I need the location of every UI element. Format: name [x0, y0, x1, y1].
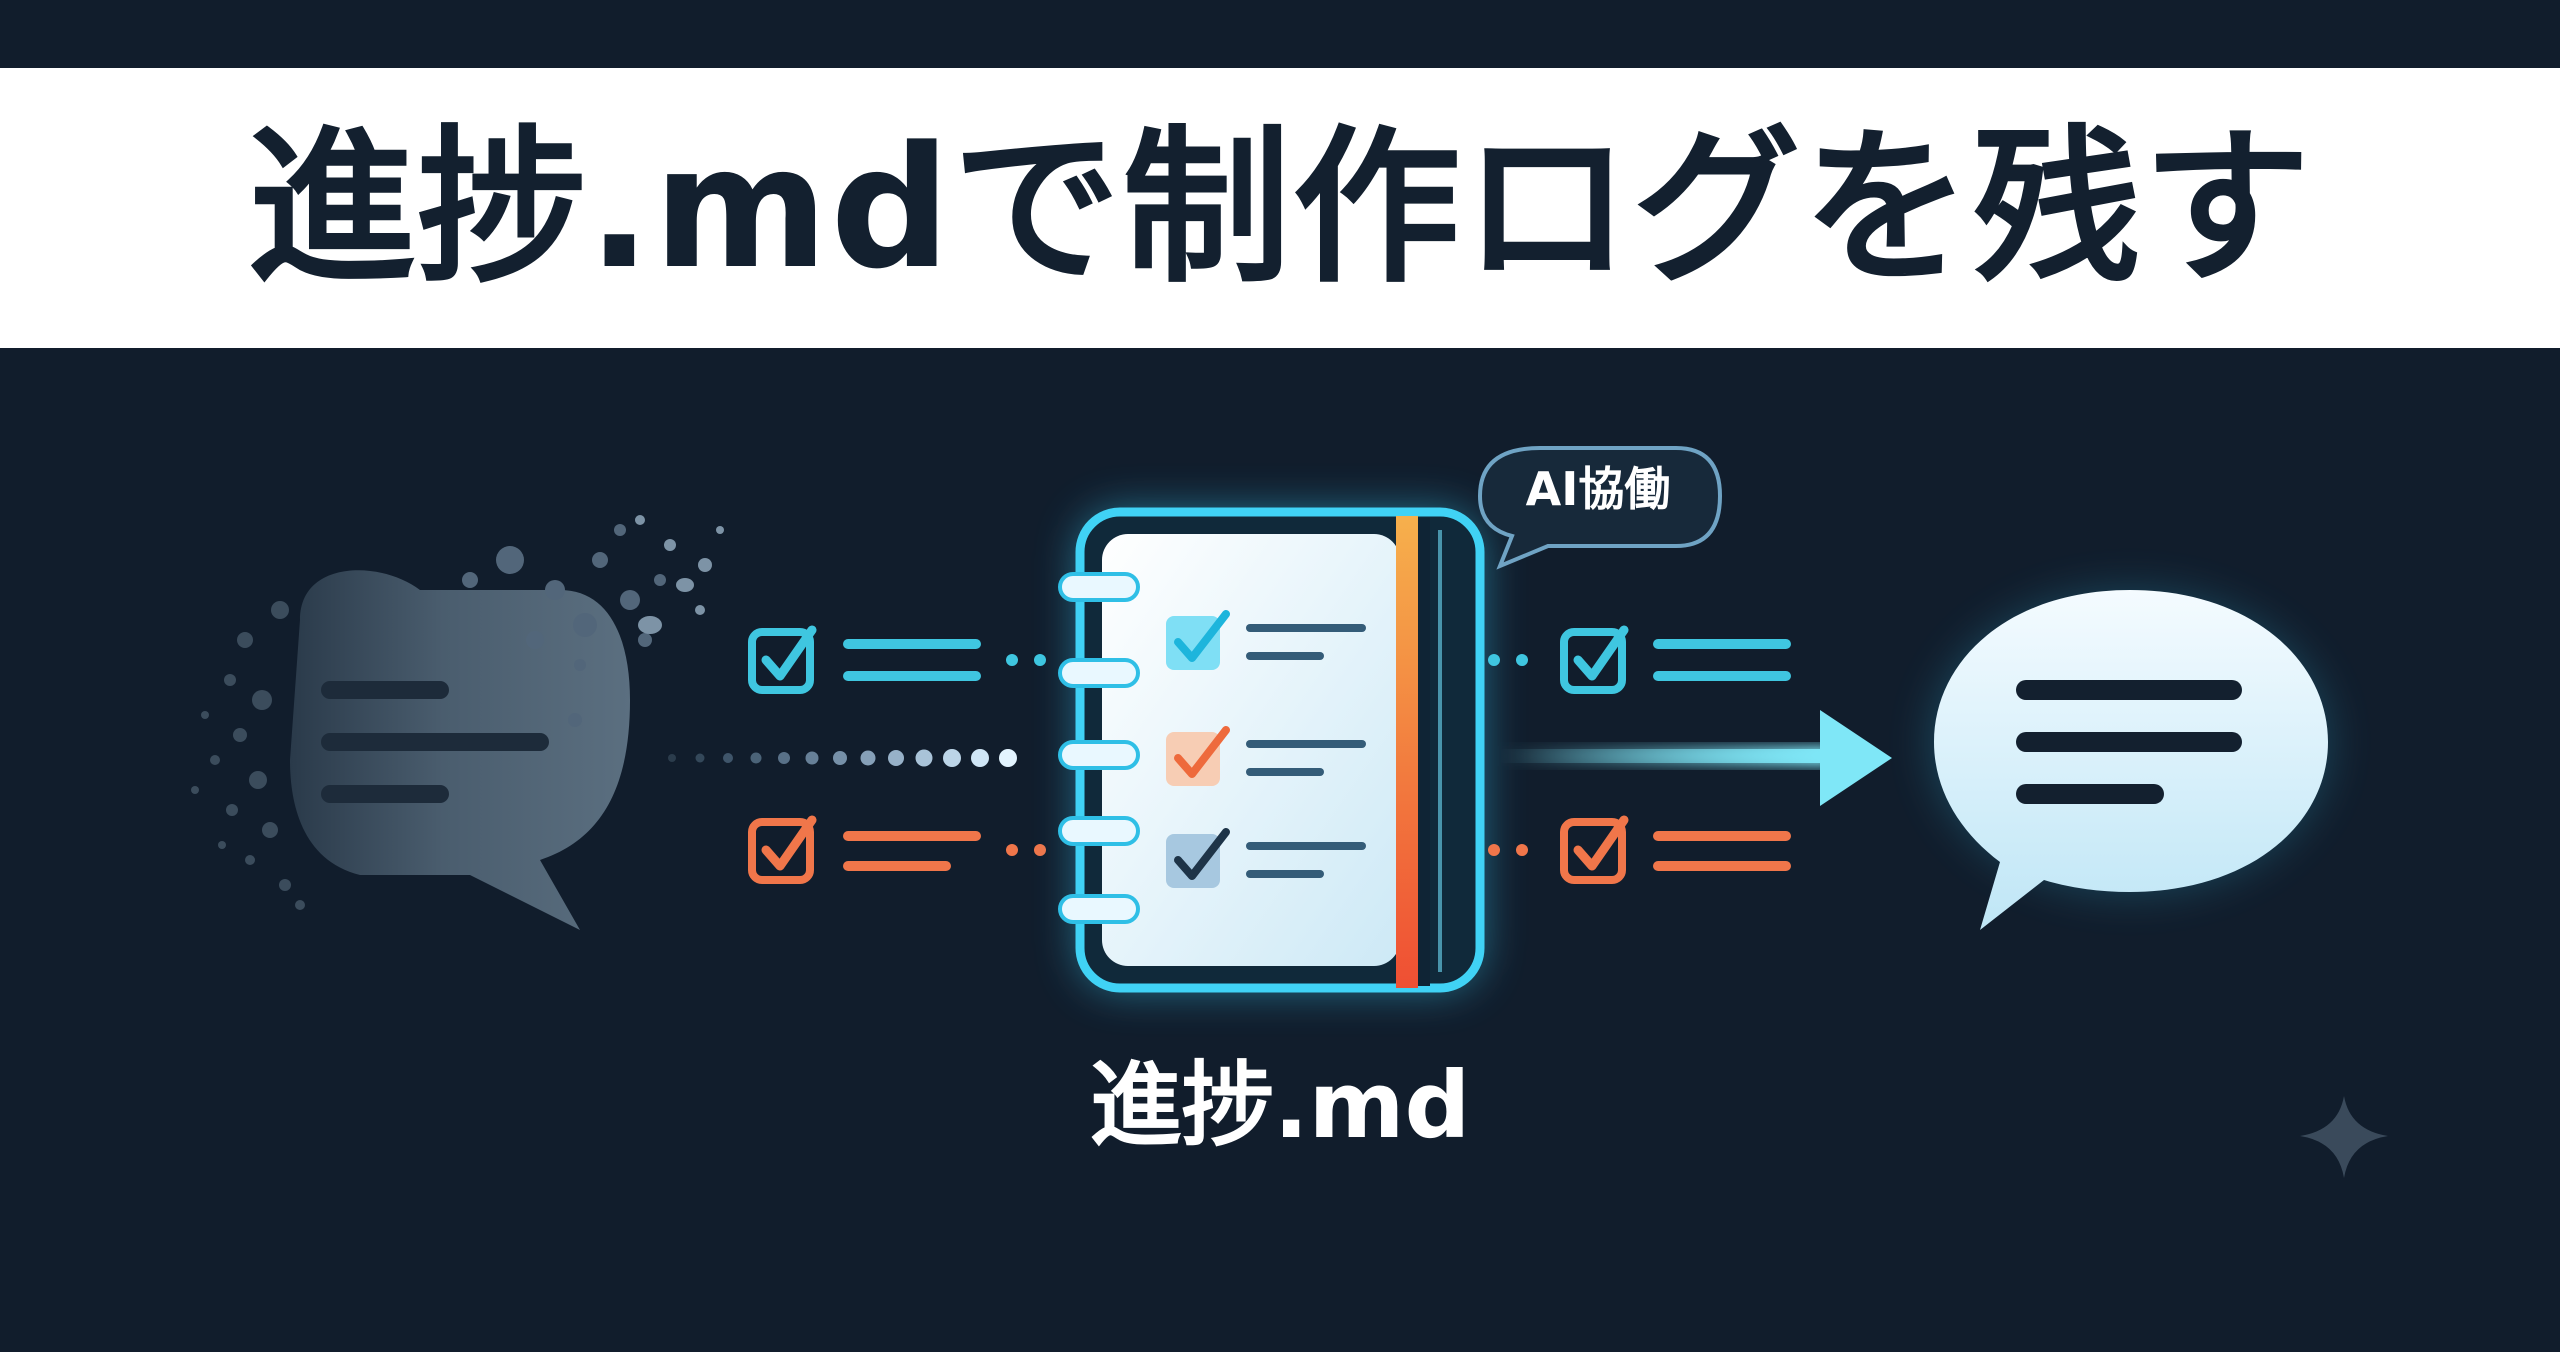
checkbox-checked-icon — [1560, 625, 1629, 694]
left-checklist-orange — [748, 815, 1046, 884]
title-band: 進捗.mdで制作ログを残す — [0, 68, 2560, 348]
checkbox-checked-icon — [1560, 815, 1629, 884]
notebook-item-1 — [1166, 610, 1366, 670]
notebook-item-3 — [1166, 828, 1366, 888]
right-checklist-orange — [1488, 815, 1791, 884]
fading-chat-bubble-icon — [191, 515, 724, 930]
arrow-right-icon — [1500, 710, 1892, 806]
left-checklist-cyan — [748, 625, 1046, 694]
dotted-connector-left — [668, 749, 1017, 767]
checkbox-checked-icon — [748, 625, 817, 694]
spiral-binding — [1058, 572, 1140, 924]
right-checklist-cyan — [1488, 625, 1791, 694]
checkbox-checked-icon — [748, 815, 817, 884]
notebook-caption: 進捗.md — [1089, 1052, 1471, 1159]
ai-badge-label: AI協働 — [1525, 462, 1671, 516]
notebook-item-2 — [1166, 726, 1366, 786]
sparkle-icon — [2300, 1096, 2388, 1178]
notebook-icon — [1058, 507, 1485, 993]
page-title: 進捗.mdで制作ログを残す — [247, 110, 2313, 306]
ai-badge-bubble — [1477, 446, 1723, 570]
chat-bubble-icon — [1932, 590, 2328, 930]
